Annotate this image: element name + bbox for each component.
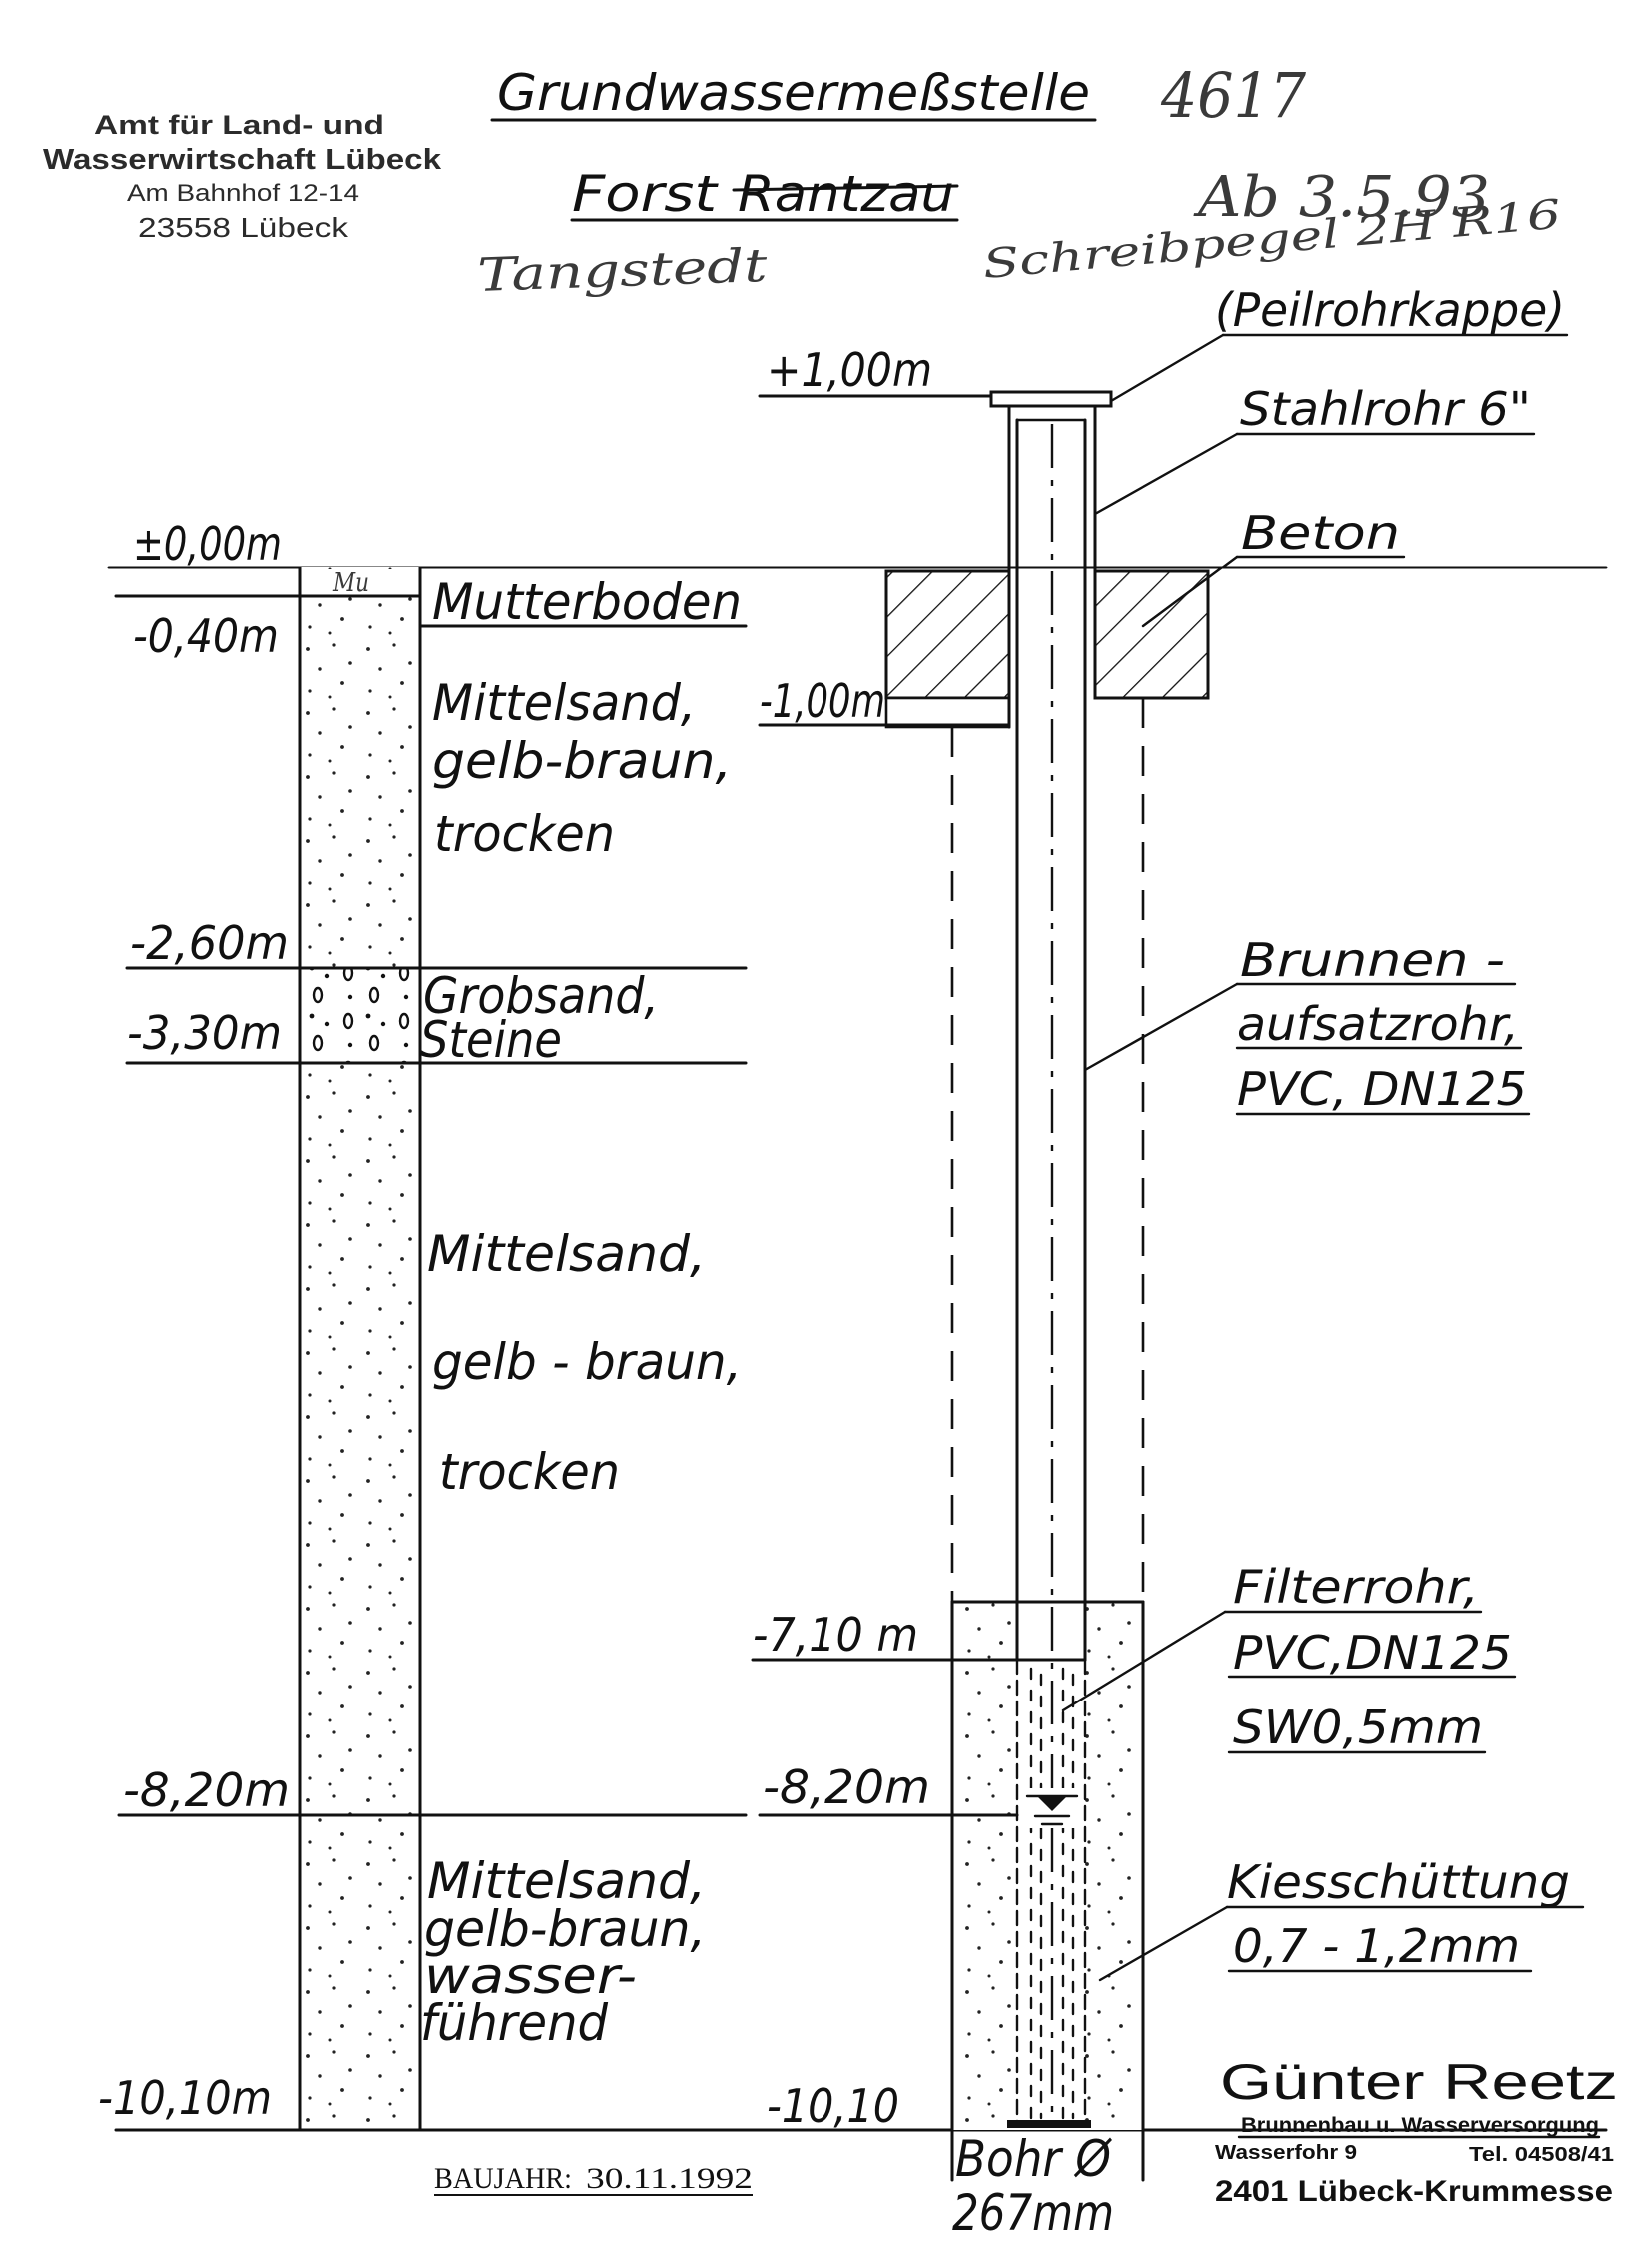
leader-filter-pipe — [1061, 1610, 1227, 1712]
label-steel-pipe: Stahlrohr 6" — [1240, 382, 1531, 436]
water-level-icon — [1025, 1788, 1079, 1828]
depth-label-0-40: -0,40m — [133, 609, 279, 663]
location-rantzau: Rantzau — [738, 165, 954, 223]
label-gravel-line-2: 0,7 - 1,2mm — [1233, 1919, 1520, 1973]
depth-label-3-30: -3,30m — [127, 1006, 282, 1060]
contractor-street: Wasserfohr 9 — [1215, 2142, 1357, 2164]
layer-4-line-4: führend — [420, 1994, 608, 2052]
location-strikethrough — [732, 184, 959, 192]
stamp-line-1: Amt für Land- und — [94, 110, 384, 140]
layer-fill-fine-sand-upper — [300, 567, 420, 968]
label-gravel-line-1: Kiesschüttung — [1227, 1855, 1570, 1909]
contractor-name: Günter Reetz — [1220, 2054, 1618, 2110]
well-level-minus-10-10: -10,10 — [767, 2079, 899, 2133]
layer-4-line-3: wasser- — [424, 1947, 637, 2005]
label-cap: (Peilrohrkappe) — [1215, 283, 1565, 337]
layer-topsoil-text: Mutterboden — [432, 573, 742, 631]
authority-stamp: Amt für Land- und Wasserwirtschaft Lübec… — [43, 110, 442, 243]
bore-label-line-1: Bohr Ø — [955, 2130, 1112, 2188]
topsoil-band — [302, 569, 418, 596]
layer-fill-coarse-sand — [300, 968, 420, 1063]
leader-cap — [1109, 333, 1225, 403]
layer-fill-fine-sand-lower — [300, 1063, 420, 2130]
leader-gravel — [1098, 1905, 1229, 1982]
depth-label-2-60: -2,60m — [130, 916, 289, 970]
contractor-phone: Tel. 04508/41 — [1469, 2144, 1614, 2166]
label-riser-line-2: aufsatzrohr, — [1237, 997, 1519, 1051]
well-number: 4617 — [1160, 59, 1306, 132]
stamp-line-3: Am Bahnhof 12-14 — [127, 180, 359, 207]
well-level-minus-1-00: -1,00m — [760, 674, 885, 728]
cap — [989, 390, 1113, 408]
bore-label-line-2: 267mm — [952, 2184, 1114, 2242]
location-forst: Forst — [572, 165, 720, 223]
label-filter-line-3: SW0,5mm — [1233, 1701, 1483, 1754]
depth-label-0-00: ±0,00m — [133, 517, 282, 570]
concrete-collar-base — [884, 696, 1011, 729]
construction-year-date: 30.11.1992 — [586, 2162, 753, 2195]
layer-3-line-3: trocken — [439, 1443, 620, 1501]
contractor-city: 2401 Lübeck-Krummesse — [1215, 2175, 1613, 2208]
depth-label-8-20: -8,20m — [123, 1763, 290, 1817]
layer-3-line-1: Mittelsand, — [427, 1225, 706, 1283]
layer-3-line-2: gelb - braun, — [432, 1333, 742, 1391]
leader-concrete — [1141, 555, 1239, 628]
label-concrete: Beton — [1241, 506, 1400, 560]
contractor-business: Brunnenbau u. Wasserversorgung — [1241, 2114, 1599, 2137]
construction-year-label: BAUJAHR: — [434, 2162, 572, 2195]
topsoil-mark: Mu — [332, 568, 369, 598]
label-riser-line-1: Brunnen - — [1240, 933, 1505, 987]
layer-2-line-2: Steine — [420, 1011, 562, 1069]
soil-profile-column: Mu — [298, 566, 422, 2132]
stamp-line-2: Wasserwirtschaft Lübeck — [43, 144, 442, 176]
layer-1-line-3: trocken — [434, 805, 615, 863]
depth-label-10-10: -10,10m — [98, 2071, 272, 2125]
leader-riser-pipe — [1083, 982, 1239, 1072]
contractor-stamp: Günter Reetz Brunnenbau u. Wasserversorg… — [1215, 2054, 1618, 2208]
label-riser-line-3: PVC, DN125 — [1237, 1062, 1527, 1116]
label-filter-line-1: Filterrohr, — [1233, 1560, 1479, 1614]
drawing-title: Grundwassermeßstelle — [497, 64, 1090, 122]
well-level-minus-8-20: -8,20m — [763, 1760, 930, 1814]
layer-4-line-2: gelb-braun, — [424, 1900, 706, 1958]
concrete-collar-left — [884, 569, 1011, 700]
layer-2-line-1: Grobsand, — [423, 967, 659, 1025]
well-section — [884, 390, 1210, 2182]
layer-1-line-2: gelb-braun, — [432, 732, 732, 790]
layer-4-line-1: Mittelsand, — [427, 1852, 706, 1910]
handwritten-date-note: Ab 3.5.93 — [1193, 165, 1490, 230]
well-level-plus-1-00: +1,00m — [767, 343, 932, 397]
layer-1-line-1: Mittelsand, — [432, 674, 696, 732]
leader-steel-pipe — [1093, 432, 1239, 516]
stamp-line-4: 23558 Lübeck — [138, 212, 349, 243]
well-level-minus-7-10: -7,10 m — [753, 1608, 918, 1662]
handwritten-place-note: Tangstedt — [476, 238, 768, 302]
label-filter-line-2: PVC,DN125 — [1233, 1626, 1512, 1680]
